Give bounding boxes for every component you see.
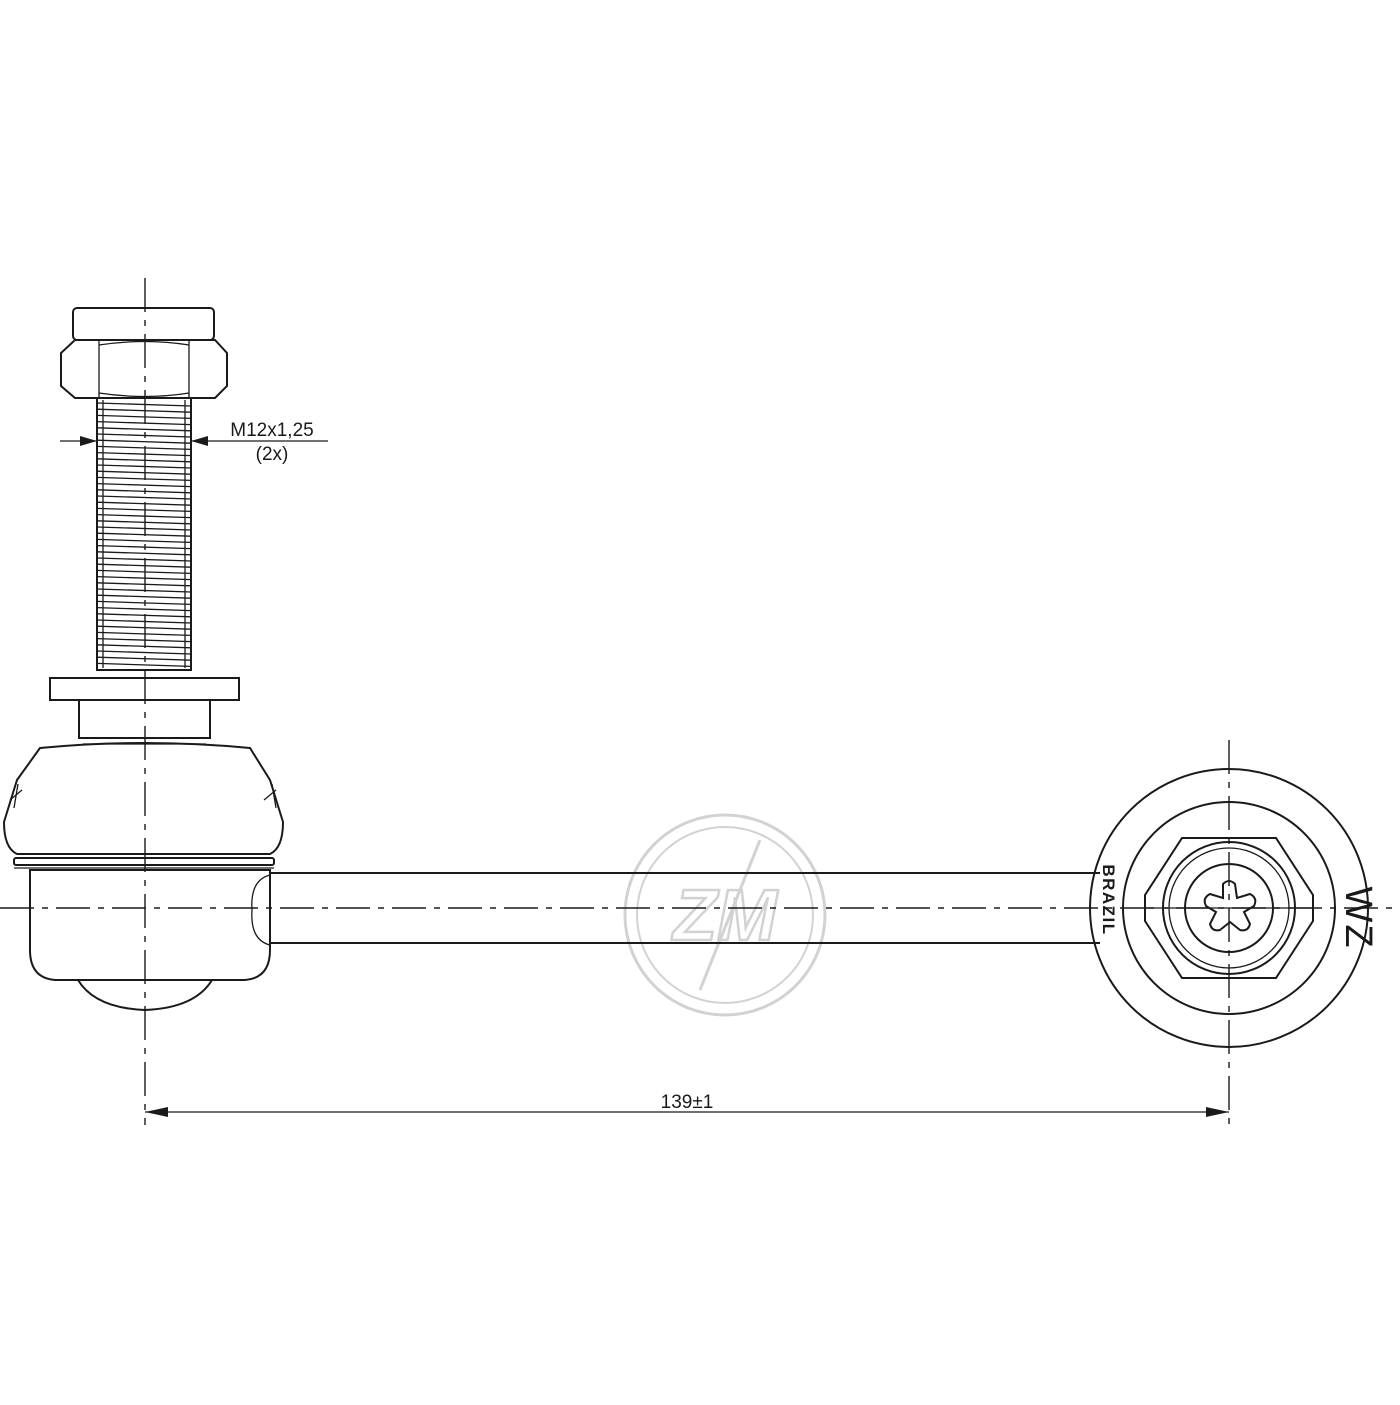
thread-line (96, 420, 192, 426)
thread-line (96, 594, 192, 599)
retaining-ring (13, 857, 275, 866)
thread-line (96, 619, 192, 624)
arrow-left-icon (191, 436, 208, 446)
thread-line (96, 526, 192, 531)
thread-line (96, 662, 192, 668)
center-distance-label: 139±1 (661, 1092, 714, 1113)
eye-outer-ring (1089, 768, 1369, 1048)
dust-boot (2, 742, 285, 855)
thread-line (96, 433, 192, 438)
thread-line (96, 644, 192, 649)
torx-socket-icon (1203, 880, 1257, 932)
thread-line (96, 575, 192, 581)
thread-line (96, 557, 192, 562)
thread-qty-label: (2x) (256, 444, 289, 465)
thread-line (96, 507, 192, 513)
thread-line (96, 637, 192, 643)
thread-line (96, 625, 192, 630)
thread-line (96, 451, 192, 457)
eye-end-assembly: BRAZIL WZ (1089, 768, 1379, 1048)
connecting-rod (270, 872, 1100, 944)
socket-housing (29, 869, 271, 981)
hex-flange-nut (1144, 837, 1314, 979)
nut-collar (72, 307, 215, 341)
arrow-left-end-icon (145, 1107, 168, 1117)
stud-circle (1184, 863, 1274, 953)
thread-line (96, 458, 192, 463)
thread-line (96, 427, 192, 432)
thread-line (96, 563, 192, 568)
ball-joint-assembly (2, 307, 285, 1012)
thread-line (96, 476, 192, 482)
thread-line (96, 551, 192, 556)
thread-line (96, 482, 192, 488)
thread-line (96, 520, 192, 525)
threaded-stud (96, 397, 192, 671)
thread-lines (96, 400, 192, 668)
nut-seat-circle (1162, 841, 1296, 975)
thread-line (96, 582, 192, 587)
thread-line (96, 656, 192, 661)
thread-line (96, 650, 192, 655)
thread-line (96, 544, 192, 550)
watermark-logo: ZM (623, 813, 827, 1017)
thread-line (96, 489, 192, 494)
thread-line (96, 613, 192, 618)
thread-line (96, 495, 192, 500)
marking-wz: WZ (1337, 886, 1379, 949)
thread-line (96, 588, 192, 593)
eye-inner-ring (1122, 801, 1336, 1015)
thread-line (96, 569, 192, 575)
thread-line (96, 501, 192, 506)
thread-line (96, 445, 192, 451)
ball-stud-bottom (77, 979, 213, 1012)
thread-line (96, 402, 192, 407)
thread-line (96, 631, 192, 637)
marking-brazil: BRAZIL (1099, 864, 1118, 935)
thread-spec-label: M12x1,25 (230, 420, 313, 441)
thread-line (96, 538, 192, 544)
thread-line (96, 439, 192, 444)
arrow-right-icon (80, 436, 97, 446)
thread-line (96, 414, 192, 420)
thread-line (96, 408, 192, 413)
thread-dimension: M12x1,25 (2x) (60, 420, 328, 465)
thread-line (96, 606, 192, 612)
thread-line (96, 532, 192, 537)
thread-line (96, 513, 192, 519)
thread-line (96, 600, 192, 606)
thread-line (96, 470, 192, 475)
hex-nut (60, 339, 228, 399)
thread-line (96, 464, 192, 469)
center-distance-dimension: 139±1 (145, 1092, 1229, 1117)
arrow-right-end-icon (1206, 1107, 1229, 1117)
